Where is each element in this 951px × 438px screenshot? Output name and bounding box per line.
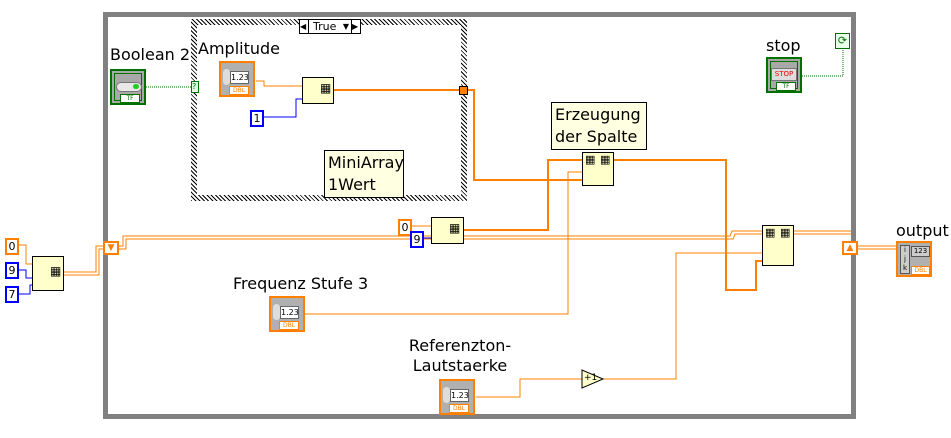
column-wire <box>613 159 762 291</box>
boolean-2-label: Boolean 2 <box>110 45 191 64</box>
reference-wire <box>476 378 582 398</box>
constant-nine-inner[interactable]: 9 <box>410 231 424 248</box>
case-output-tunnel[interactable] <box>459 86 468 95</box>
boolean-2-control[interactable]: TF <box>110 69 146 105</box>
while-loop[interactable] <box>103 12 856 419</box>
output-value-display: 123 <box>911 246 930 257</box>
init-array-wire <box>463 159 582 231</box>
stop-wire <box>802 48 844 77</box>
frequency-label: Frequenz Stufe 3 <box>233 274 369 293</box>
stop-button-face: STOP <box>771 68 797 81</box>
increment-label: +1 <box>584 373 598 383</box>
replace-array-subset-node[interactable]: ▦ ▦ <box>582 152 614 186</box>
increment-wire <box>603 252 762 380</box>
bool-type-tag: TF <box>120 94 140 103</box>
constant-nine-outer[interactable]: 9 <box>5 262 19 279</box>
stop-button[interactable]: STOP TF <box>766 57 802 93</box>
initialize-array-node[interactable]: ▦ <box>302 77 334 104</box>
dropdown-icon[interactable]: ▼ <box>342 22 349 31</box>
miniarray-comment: MiniArray 1Wert <box>324 150 404 198</box>
array-icon: ▦ <box>585 153 596 166</box>
case-selector-terminal[interactable]: ? <box>191 81 199 93</box>
array-icon: ▦ <box>449 221 461 235</box>
reference-label: Referenzton- Lautstaerke <box>408 336 512 375</box>
column-creation-comment: Erzeugung der Spalte <box>551 102 647 150</box>
replace-array-subset-node-2[interactable]: ▦ ▦ <box>762 225 794 266</box>
initialize-array-node-2[interactable]: ▦ <box>431 217 464 244</box>
output-type-tag: DBL <box>911 266 930 275</box>
array-icon: ▦ <box>600 153 611 166</box>
increment-node <box>581 369 605 389</box>
case-selector-value: True <box>313 20 337 33</box>
prev-case-icon[interactable]: ◀ <box>300 20 309 33</box>
led-icon <box>116 82 142 92</box>
reference-control[interactable]: 1.23 DBL <box>439 379 475 415</box>
shift-register-right[interactable]: ▲ <box>842 241 858 255</box>
next-case-icon[interactable]: ▶ <box>351 20 359 33</box>
amplitude-label: Amplitude <box>198 39 280 58</box>
shift-register-wire <box>118 230 762 247</box>
frequency-control[interactable]: 1.23 DBL <box>269 296 305 332</box>
array-icon: ▦ <box>50 264 62 278</box>
frequency-wire <box>305 171 582 315</box>
amplitude-control[interactable]: 1.23 DBL <box>219 61 255 97</box>
output-label: output <box>896 221 949 240</box>
array-icon: ▦ <box>765 226 776 239</box>
constant-seven-outer[interactable]: 7 <box>5 286 19 303</box>
constant-zero-inner[interactable]: 0 <box>398 219 412 236</box>
tunnel-wire <box>467 89 582 181</box>
amplitude-wire <box>256 80 302 87</box>
array-icon: ▦ <box>780 226 791 239</box>
one-wire <box>262 98 302 118</box>
constant-zero-outer[interactable]: 0 <box>5 238 19 255</box>
stop-label: stop <box>766 36 801 55</box>
loop-condition-icon[interactable]: ⟳ <box>835 33 850 49</box>
case-selector[interactable]: ◀ True ▼ ▶ <box>299 19 361 34</box>
shift-register-left[interactable]: ▼ <box>103 241 119 255</box>
constant-one[interactable]: 1 <box>250 110 264 127</box>
outer-array-wire <box>63 245 103 273</box>
array-icon: ▦ <box>320 81 332 95</box>
initialize-array-node-outer[interactable]: ▦ <box>32 256 64 291</box>
